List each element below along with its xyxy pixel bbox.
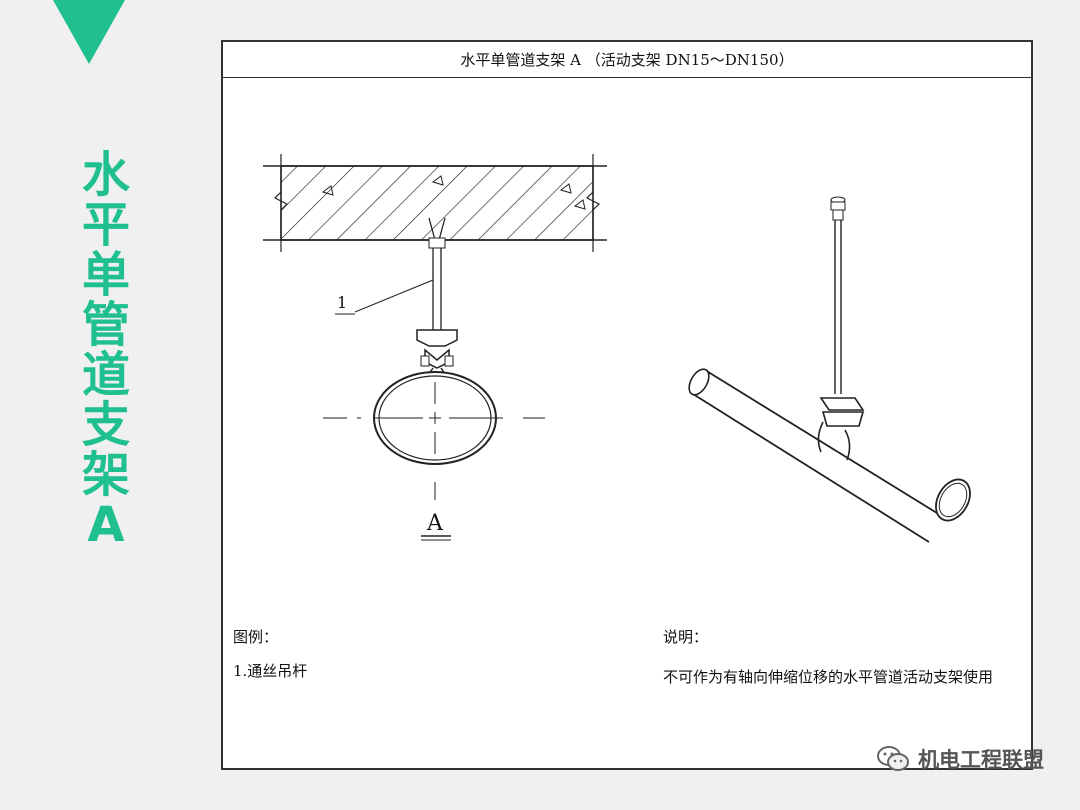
sheet-title: 水平单管道支架 A （活动支架 DN15～DN150） — [223, 42, 1031, 78]
notes-heading: 说明： — [663, 628, 709, 646]
support-drawing: 1 A — [263, 154, 971, 543]
part-leader-line — [354, 279, 434, 313]
watermark: 机电工程联盟 — [876, 744, 1044, 774]
pipe-clamp — [416, 329, 458, 375]
side-title: 水平单管道支架A — [81, 147, 130, 553]
legend-heading: 图例： — [233, 628, 279, 646]
concrete-slab — [263, 154, 607, 252]
isometric-pipe-view — [688, 196, 971, 543]
part-number-label: 1 — [337, 293, 347, 312]
legend-item: 1.通丝吊杆 — [233, 662, 308, 680]
wechat-icon — [877, 746, 909, 771]
pipe-cross-section — [323, 371, 545, 500]
notes-text: 不可作为有轴向伸缩位移的水平管道活动支架使用 — [663, 668, 994, 686]
decorative-triangle — [53, 0, 125, 64]
drawing-sheet: 水平单管道支架 A （活动支架 DN15～DN150） — [221, 40, 1033, 770]
watermark-text: 机电工程联盟 — [918, 748, 1044, 772]
section-label: A — [426, 511, 444, 536]
threaded-rod — [428, 217, 446, 330]
